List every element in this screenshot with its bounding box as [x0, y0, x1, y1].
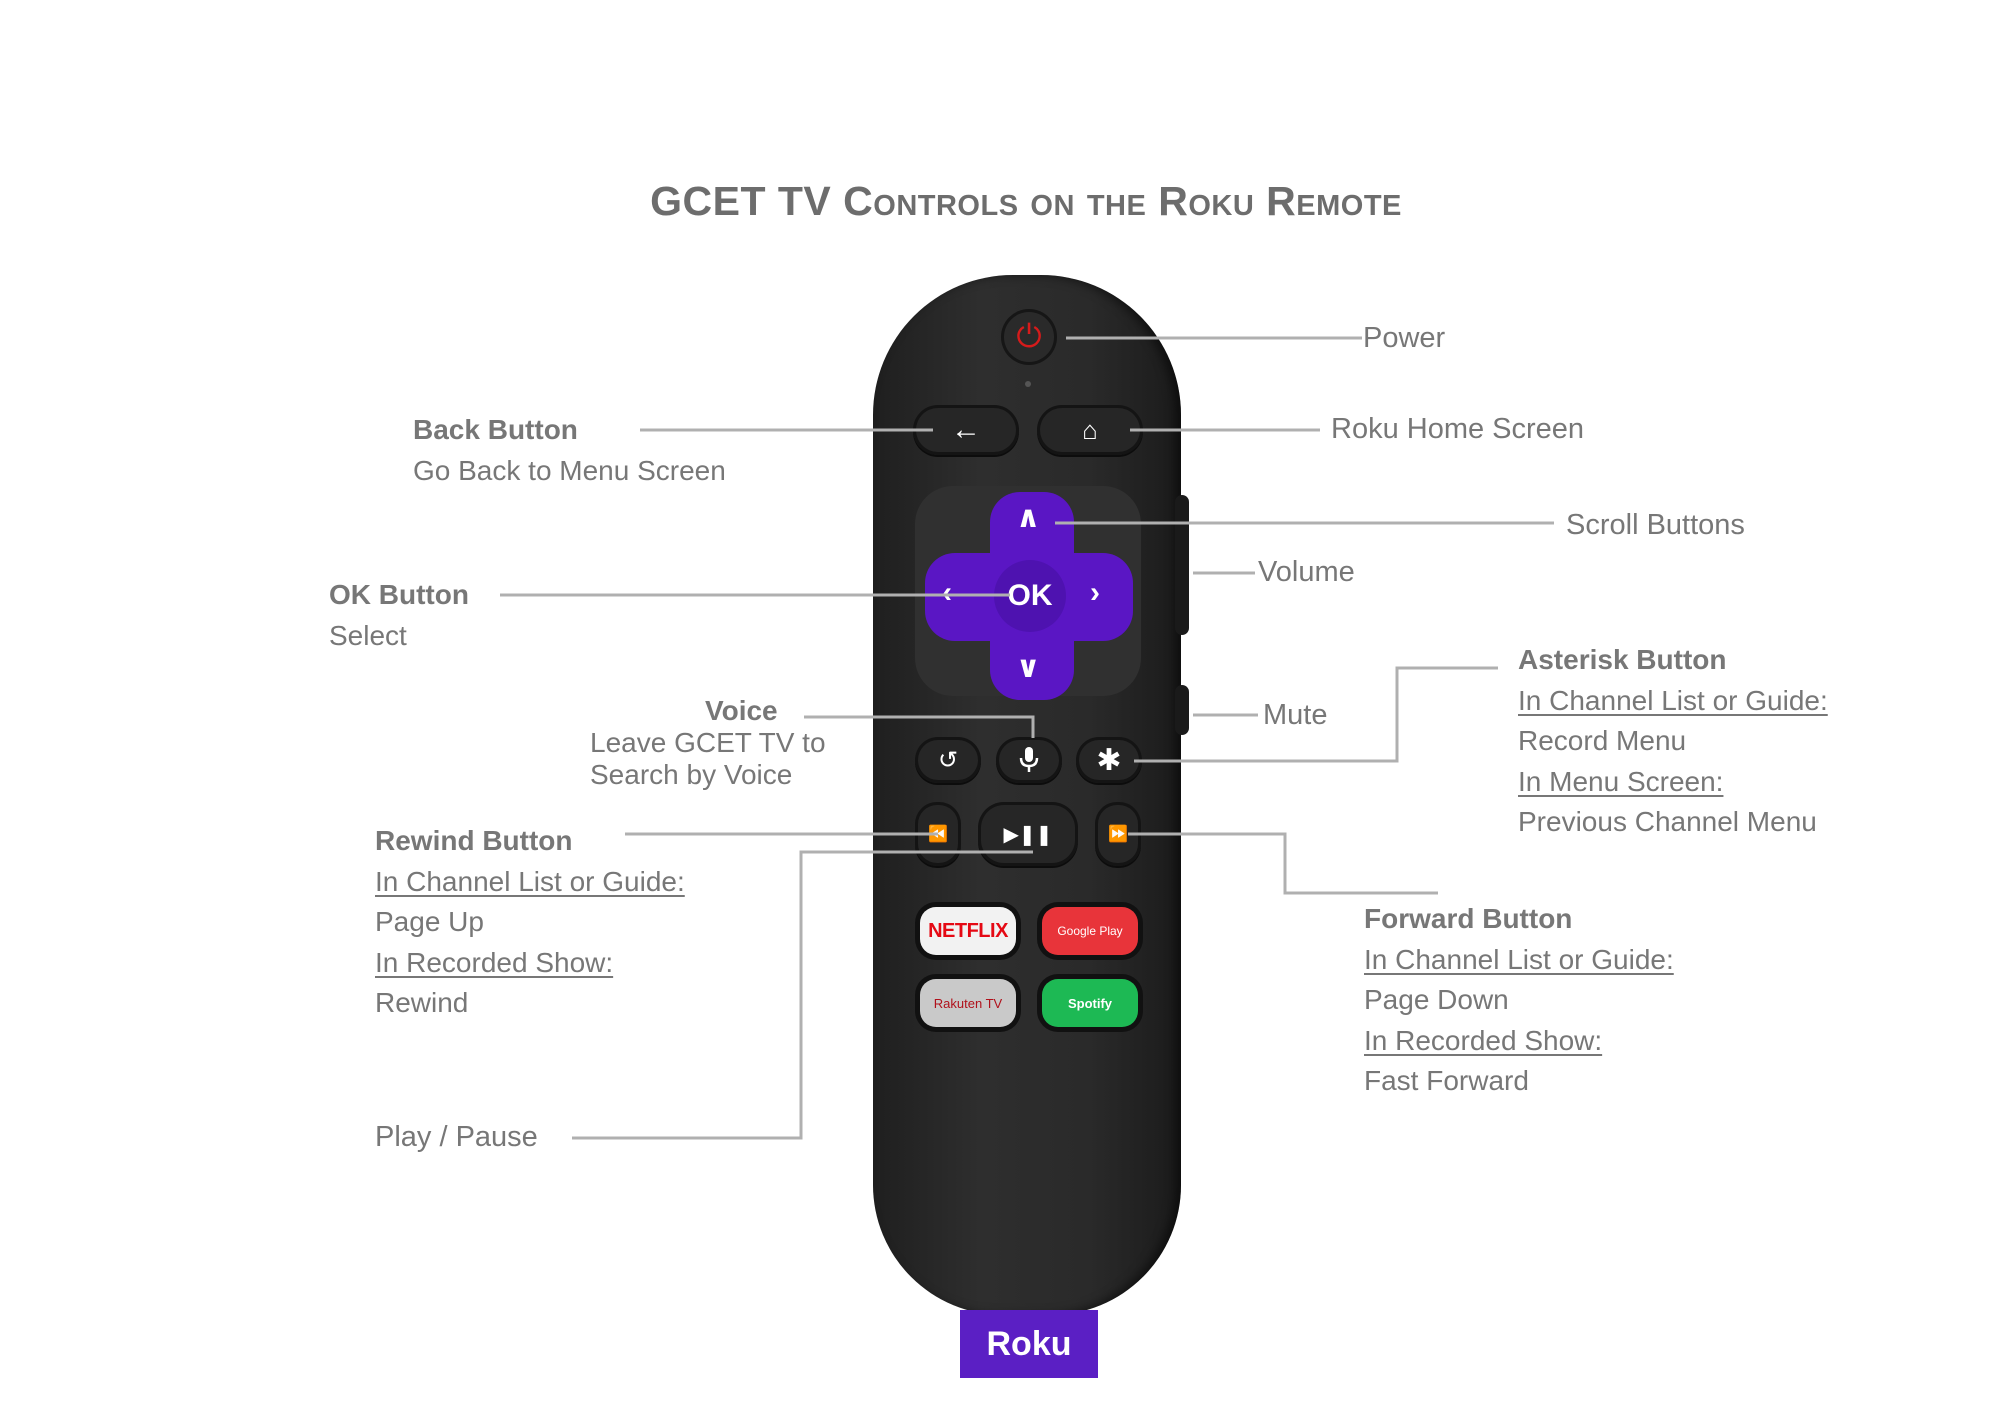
rewind-button-callout: Rewind Button In Channel List or Guide: …: [375, 821, 685, 1024]
back-arrow-icon: ←: [951, 413, 981, 446]
ok-button-desc: Select: [329, 619, 407, 651]
voice-callout: Voice Leave GCET TV to Search by Voice: [590, 695, 826, 791]
spotify-button[interactable]: Spotify: [1042, 979, 1138, 1027]
roku-brand-label: Roku: [986, 1324, 1072, 1363]
replay-icon: ↺: [937, 746, 959, 774]
ok-button[interactable]: OK: [994, 560, 1066, 632]
ok-button-callout: OK Button Select: [329, 575, 469, 656]
rewind-action-rewind: Rewind: [375, 987, 469, 1018]
leader-forward: [1128, 832, 1438, 895]
back-button-desc: Go Back to Menu Screen: [413, 454, 726, 486]
chevron-up-icon[interactable]: ∧: [1016, 501, 1041, 534]
rewind-context-guide: In Channel List or Guide:: [375, 865, 685, 897]
asterisk-action-record: Record Menu: [1518, 725, 1687, 756]
roku-home-label: Roku Home Screen: [1331, 413, 1585, 445]
asterisk-context-menu: In Menu Screen:: [1518, 765, 1724, 797]
forward-action-page-down: Page Down: [1364, 984, 1509, 1015]
forward-context-guide: In Channel List or Guide:: [1364, 943, 1674, 975]
power-button[interactable]: ⏻: [1001, 309, 1057, 365]
volume-label: Volume: [1258, 556, 1355, 588]
volume-rocker[interactable]: [1175, 495, 1189, 635]
home-icon: ⌂: [1082, 414, 1098, 445]
asterisk-button[interactable]: ✱: [1076, 737, 1142, 783]
fast-forward-icon: ⏩: [1108, 826, 1128, 843]
asterisk-context-guide: In Channel List or Guide:: [1518, 684, 1828, 716]
rewind-button-heading: Rewind Button: [375, 825, 573, 856]
leader-asterisk: [1134, 666, 1498, 763]
asterisk-button-callout: Asterisk Button In Channel List or Guide…: [1518, 640, 1828, 843]
netflix-button[interactable]: NETFLIX: [920, 907, 1016, 955]
asterisk-action-previous: Previous Channel Menu: [1518, 806, 1817, 837]
netflix-logo: NETFLIX: [928, 919, 1008, 942]
google-play-logo: Google Play: [1057, 924, 1123, 938]
leader-voice: [804, 715, 1035, 738]
leader-play-pause: [572, 850, 1033, 1140]
ok-button-heading: OK Button: [329, 579, 469, 610]
spotify-logo: Spotify: [1067, 995, 1113, 1011]
power-label: Power: [1363, 322, 1446, 354]
asterisk-button-heading: Asterisk Button: [1518, 644, 1727, 675]
scroll-buttons-label: Scroll Buttons: [1566, 509, 1745, 541]
google-play-button[interactable]: Google Play: [1042, 907, 1138, 955]
rakuten-tv-logo: Rakuten TV: [933, 995, 1003, 1011]
voice-heading: Voice: [705, 695, 778, 726]
forward-action-fast-forward: Fast Forward: [1364, 1065, 1529, 1096]
rakuten-tv-button[interactable]: Rakuten TV: [920, 979, 1016, 1027]
replay-button[interactable]: ↺: [915, 737, 981, 783]
rewind-action-page-up: Page Up: [375, 906, 484, 937]
voice-button[interactable]: [996, 737, 1062, 783]
diagram-title: GCET TV Controls on the Roku Remote: [650, 178, 1402, 224]
forward-button-heading: Forward Button: [1364, 903, 1573, 934]
roku-logo: Roku: [960, 1310, 1098, 1378]
back-button-callout: Back Button Go Back to Menu Screen: [413, 410, 726, 491]
back-button-heading: Back Button: [413, 414, 578, 445]
play-pause-label: Play / Pause: [375, 1121, 538, 1153]
rewind-context-recorded: In Recorded Show:: [375, 946, 614, 978]
forward-button-callout: Forward Button In Channel List or Guide:…: [1364, 899, 1674, 1102]
play-pause-icon: ▶❚❚: [1003, 823, 1053, 846]
status-led: [1025, 381, 1031, 387]
power-icon: ⏻: [1016, 318, 1042, 354]
asterisk-icon: ✱: [1096, 743, 1122, 777]
microphone-icon: [1019, 747, 1039, 772]
mute-side-button[interactable]: [1175, 685, 1189, 735]
chevron-down-icon[interactable]: ∨: [1016, 651, 1041, 684]
play-pause-button[interactable]: ▶❚❚: [978, 802, 1078, 866]
chevron-right-icon[interactable]: ›: [1090, 576, 1100, 609]
voice-desc-line1: Leave GCET TV to: [590, 727, 826, 758]
chevron-left-icon[interactable]: ‹: [942, 576, 952, 609]
mute-label: Mute: [1263, 699, 1328, 731]
voice-desc-line2: Search by Voice: [590, 759, 793, 790]
home-button[interactable]: ⌂: [1037, 405, 1143, 455]
forward-context-recorded: In Recorded Show:: [1364, 1024, 1603, 1056]
ok-button-label: OK: [1007, 579, 1053, 612]
